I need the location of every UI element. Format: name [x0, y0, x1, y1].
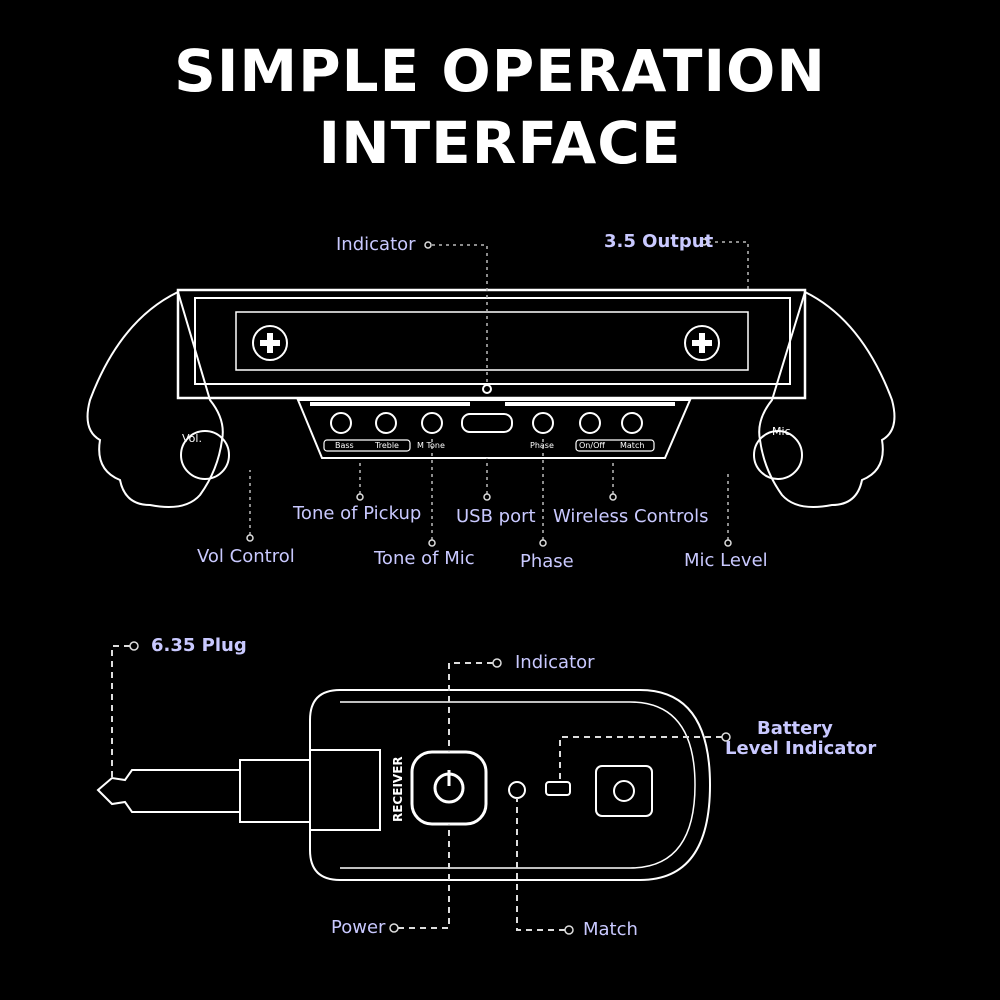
usb-port-label: USB port	[456, 506, 536, 527]
receiver-jack	[595, 765, 653, 817]
screw-left	[252, 325, 288, 361]
output-label: 3.5 Output	[604, 231, 714, 252]
battery-indicator	[545, 781, 571, 796]
match-hole	[508, 781, 526, 799]
left-wing	[86, 290, 224, 508]
indicator-label: Indicator	[336, 234, 416, 255]
match-text: Match	[620, 441, 644, 450]
title-line-1: SIMPLE OPERATION	[174, 37, 826, 105]
match-knob	[621, 412, 643, 434]
power-label: Power	[331, 917, 386, 938]
receiver-body	[309, 689, 712, 881]
right-wing	[758, 290, 896, 508]
on-off-text: On/Off	[579, 441, 605, 450]
transmitter-body	[176, 288, 807, 400]
usb-port	[461, 413, 513, 433]
battery-label-line1: Battery	[757, 718, 833, 739]
tone-mic-label: Tone of Mic	[374, 548, 475, 569]
receiver-text: RECEIVER	[391, 756, 405, 822]
plug-label: 6.35 Plug	[151, 635, 247, 656]
title-line-2: INTERFACE	[318, 109, 682, 177]
vol-control-label: Vol Control	[197, 546, 295, 567]
transmitter-top-panel	[194, 297, 791, 385]
screw-right	[684, 325, 720, 361]
on-off-knob	[579, 412, 601, 434]
vol-knob	[180, 430, 230, 480]
m-tone-text: M Tone	[417, 441, 445, 450]
battery-label-line2: Level Indicator	[725, 738, 877, 759]
mic-level-label: Mic Level	[684, 550, 768, 571]
treble-text: Treble	[374, 441, 399, 450]
m-tone-knob	[421, 412, 443, 434]
phase-label: Phase	[520, 551, 574, 572]
receiver-indicator-label: Indicator	[515, 652, 595, 673]
tone-pickup-label: Tone of Pickup	[293, 503, 422, 524]
treble-knob	[375, 412, 397, 434]
mic-text: Mic	[772, 425, 791, 438]
mic-knob	[753, 430, 803, 480]
jack-plug	[96, 769, 241, 813]
vol-text: Vol.	[182, 432, 202, 445]
wireless-controls-label: Wireless Controls	[553, 506, 709, 527]
match-label: Match	[583, 919, 638, 940]
bass-knob	[330, 412, 352, 434]
control-strip	[296, 399, 692, 459]
phase-text: Phase	[530, 441, 554, 450]
phase-jack	[532, 412, 554, 434]
power-button	[410, 750, 488, 826]
bass-text: Bass	[335, 441, 354, 450]
transmitter-indicator-led	[482, 384, 492, 394]
